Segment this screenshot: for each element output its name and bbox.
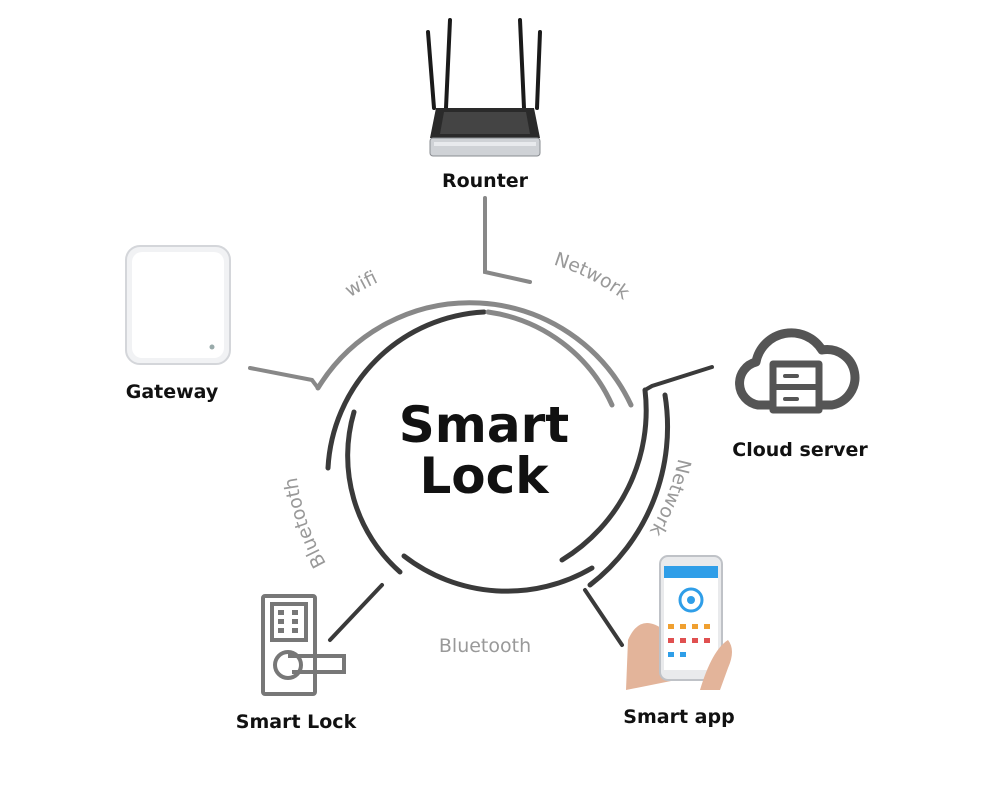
smart-app-label: Smart app (623, 706, 734, 728)
ring-arc-bottom (401, 553, 595, 594)
link-label-bluetooth-left-text: Bluetooth (280, 476, 331, 572)
connector-app (583, 588, 624, 647)
gateway-label: Gateway (126, 381, 219, 403)
ring-arc-outer-right (587, 392, 671, 588)
ring-arc-left (345, 409, 403, 575)
center-title-line1: Smart (399, 396, 569, 454)
router-label: Rounter (442, 170, 529, 192)
smartphone-app-icon (626, 555, 732, 690)
center-title-line2: Lock (419, 447, 550, 505)
connector-router (483, 196, 532, 284)
cloud-server-label: Cloud server (732, 439, 868, 461)
link-label-network-top-text: Network (552, 248, 634, 304)
ring-arc-inner-top (325, 309, 487, 471)
cloud-server-icon (735, 328, 860, 414)
smart-lock-label: Smart Lock (236, 711, 357, 733)
connector-lock (328, 583, 384, 642)
gateway-icon (125, 245, 231, 365)
link-label-network-top: Network (552, 248, 634, 304)
link-label-bluetooth-left: Bluetooth (280, 476, 331, 572)
router-icon (426, 18, 542, 157)
door-lock-icon (261, 594, 346, 696)
ring-arc-outer-top (315, 300, 634, 408)
link-label-wifi-text: wifi (341, 267, 381, 302)
connector-cloud (643, 365, 714, 392)
ring-arc-right (559, 387, 649, 563)
link-label-bluetooth-bottom: Bluetooth (439, 635, 531, 657)
link-label-wifi: wifi (341, 267, 381, 302)
connector-gateway (248, 366, 320, 390)
ring-arc-right-top (485, 309, 615, 408)
connectors (248, 196, 714, 647)
ring (315, 300, 671, 594)
